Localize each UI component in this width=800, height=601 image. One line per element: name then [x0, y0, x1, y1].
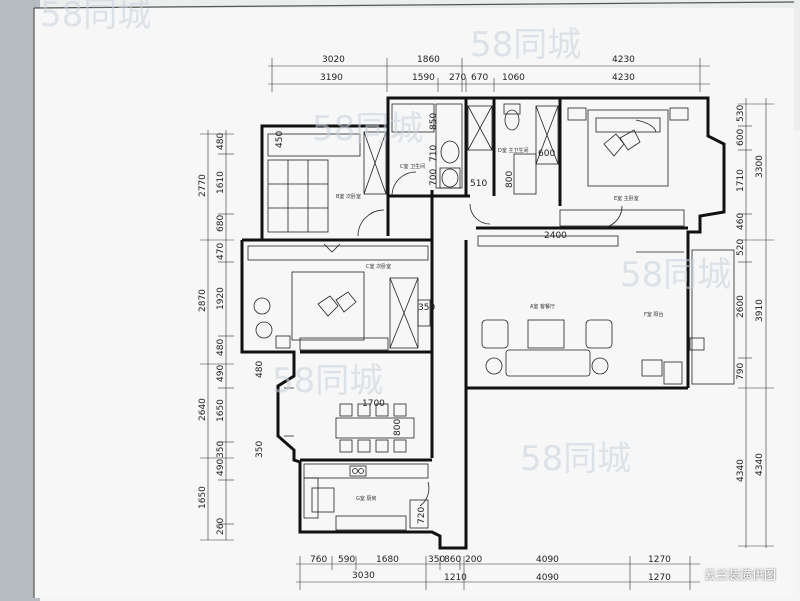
dim-left-inner-1: 480: [216, 133, 226, 150]
dim-left-inner-11: 260: [216, 518, 226, 535]
dim-left-inner-7: 490: [216, 365, 226, 382]
dim-left-inner-6: 480: [216, 339, 226, 356]
dim-right-inner-7: 790: [736, 363, 746, 380]
dim-right-outer-1: 3300: [755, 155, 765, 178]
dim-bottom-inner-1: 760: [310, 555, 327, 565]
balcony-outline: [691, 249, 735, 385]
watermark-2: 58同城: [470, 25, 581, 65]
dim-bottom-inner-3: 1680: [376, 555, 399, 565]
living-room-furniture: [477, 235, 705, 385]
dim-bottom-inner-6: 200: [465, 555, 482, 565]
watermark-1: 58同城: [40, 0, 151, 35]
watermark-4: 58同城: [620, 255, 731, 295]
dim-bottom-inner-2: 590: [338, 555, 355, 565]
dim-left-inner-10: 490: [216, 459, 226, 476]
dim-top-outer-1: 3020: [322, 55, 345, 65]
room-label-bedroom-2: C室 次卧室: [366, 263, 391, 270]
dim-interior-850: 850: [429, 113, 439, 130]
dim-interior-1700: 1700: [362, 399, 385, 409]
room-label-balcony: F室 阳台: [644, 311, 663, 318]
dim-top-inner-2: 1590: [412, 73, 435, 83]
room-label-bathroom-1: C室 卫生间: [400, 163, 425, 170]
interior-walls: [242, 98, 688, 462]
dim-interior-350-b: 350: [255, 441, 265, 458]
dim-right-inner-2: 600: [736, 129, 746, 146]
dim-left-inner-3: 680: [216, 215, 226, 232]
dim-interior-710: 710: [429, 145, 439, 162]
dim-interior-720: 720: [417, 507, 427, 524]
dim-left-outer-1: 2770: [198, 174, 208, 197]
room-label-master-bedroom: E室 主卧室: [614, 195, 639, 202]
master-bedroom-furniture: [559, 107, 689, 229]
dim-bottom-inner-7: 4090: [536, 555, 559, 565]
kitchen-fixtures: [303, 463, 430, 531]
dim-left-inner-9: 350: [216, 441, 226, 458]
dim-top-inner-3: 270: [449, 73, 466, 83]
dim-right-outer-2: 3910: [755, 299, 765, 322]
room-label-bathroom-2: D室 主卫生间: [498, 147, 528, 154]
secondary-bedroom-furniture: [267, 131, 387, 237]
bedroom-2-furniture: [247, 243, 431, 351]
dim-top-inner-4: 670: [471, 73, 488, 83]
dim-bottom-outer-3: 4090: [536, 573, 559, 583]
dim-top-inner-5: 1060: [502, 73, 525, 83]
dim-interior-600: 600: [538, 149, 555, 159]
dim-left-inner-4: 470: [216, 243, 226, 260]
dim-interior-800-a: 800: [505, 171, 515, 188]
watermark-5: 58同城: [272, 361, 383, 401]
image-credit: 云兰装潢供图: [703, 568, 776, 582]
dim-interior-800-b: 800: [393, 419, 403, 436]
dim-interior-510: 510: [470, 179, 487, 189]
dim-left-outer-3: 2640: [198, 398, 208, 421]
dim-interior-700: 700: [429, 169, 439, 186]
dim-interior-2400: 2400: [544, 231, 567, 241]
dining-furniture: [284, 387, 415, 453]
dim-bottom-inner-5: 860: [444, 555, 461, 565]
dim-right-inner-8: 4340: [736, 459, 746, 482]
dim-left-inner-2: 1610: [216, 171, 226, 194]
dim-right-inner-1: 530: [736, 105, 746, 122]
dim-right-outer-3: 4340: [755, 453, 765, 476]
watermark-3: 58同城: [312, 109, 423, 149]
dim-interior-350-a: 350: [418, 303, 435, 313]
dim-left-outer-2: 2870: [198, 289, 208, 312]
dim-top-inner-6: 4230: [612, 73, 635, 83]
dim-bottom-outer-1: 3030: [352, 571, 375, 581]
dim-right-inner-6: 2600: [736, 295, 746, 318]
dim-left-outer-4: 1650: [198, 486, 208, 509]
dim-top-outer-3: 4230: [612, 55, 635, 65]
room-label-secondary-bedroom: B室 次卧室: [336, 193, 361, 200]
dim-right-inner-4: 460: [736, 213, 746, 230]
bathroom-fixtures: [391, 103, 559, 225]
dim-right-inner-5: 520: [736, 239, 746, 256]
room-label-living-room: A室 客餐厅: [530, 303, 555, 310]
dim-left-inner-5: 1920: [216, 287, 226, 310]
dim-bottom-outer-4: 1270: [648, 573, 671, 583]
room-label-kitchen: G室 厨房: [356, 495, 376, 502]
dim-right-inner-3: 1710: [736, 169, 746, 192]
watermark-6: 58同城: [520, 439, 631, 479]
dim-left-inner-8: 1650: [216, 399, 226, 422]
dim-top-outer-2: 1860: [417, 55, 440, 65]
dim-bottom-outer-2: 1210: [444, 573, 467, 583]
dim-interior-450: 450: [275, 131, 285, 148]
dim-bottom-inner-4: 350: [428, 555, 445, 565]
dim-bottom-inner-8: 1270: [648, 555, 671, 565]
dim-top-inner-1: 3190: [320, 73, 343, 83]
dim-interior-480: 480: [255, 361, 265, 378]
